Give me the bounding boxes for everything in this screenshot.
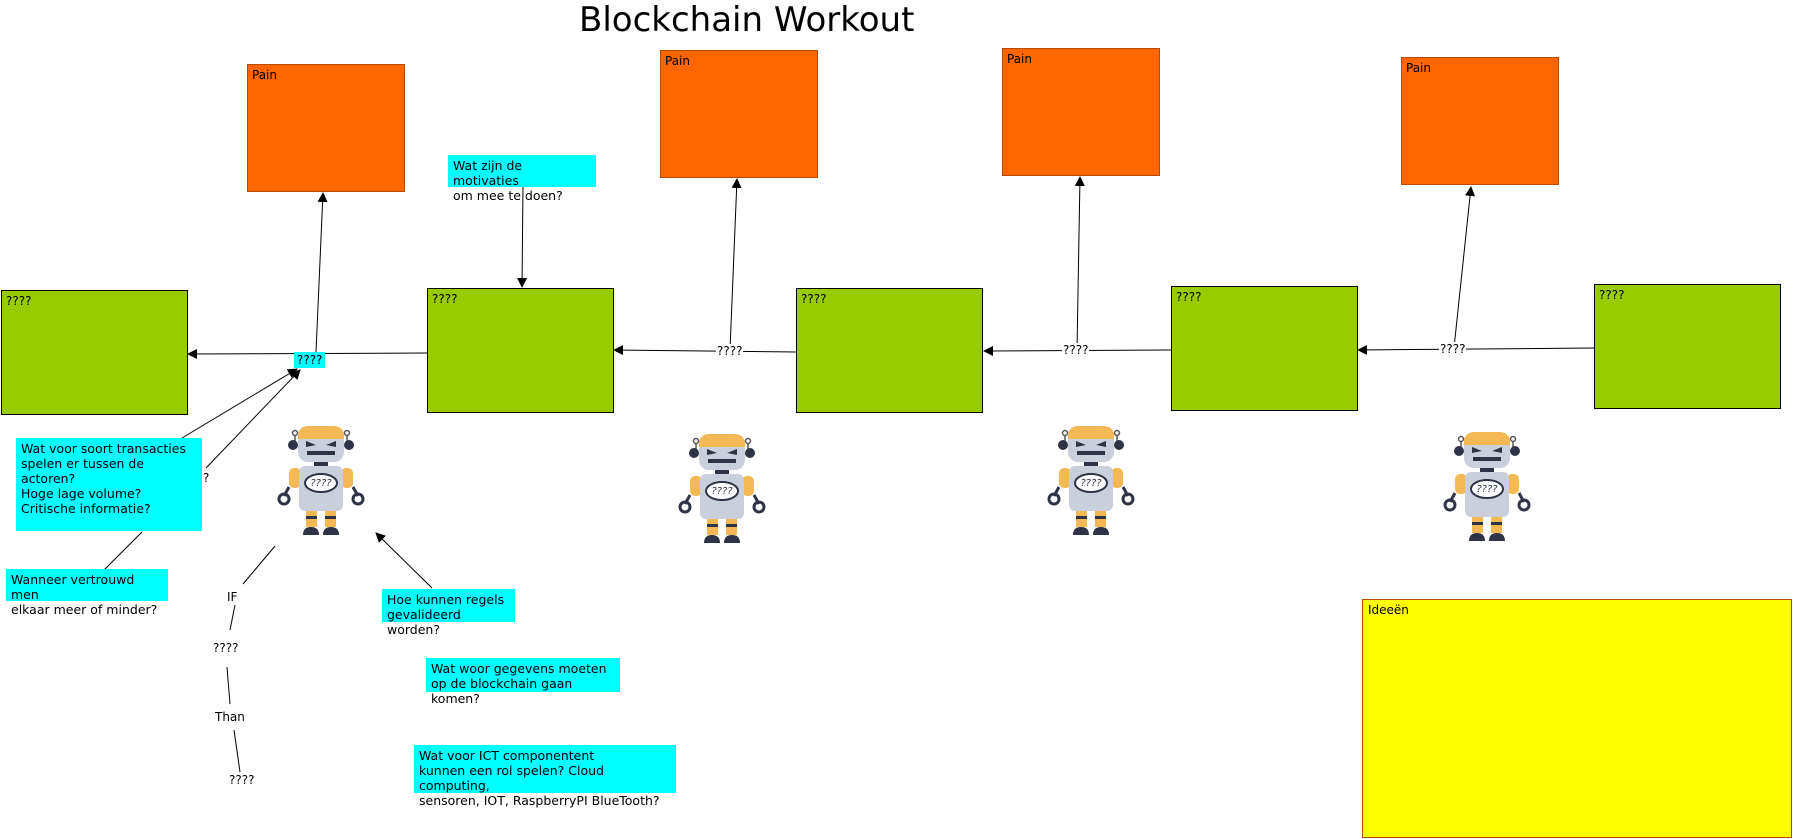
robot-icon: ???? [1046,423,1136,538]
chain-than: Than [215,710,245,724]
actor-label: ???? [1599,288,1625,302]
robot-face-text: ???? [310,478,332,489]
robot-face-text: ???? [711,486,733,497]
robot-face-text: ???? [1080,478,1102,489]
pain-box[interactable]: Pain [247,64,405,192]
actor-label: ???? [1176,290,1202,304]
pain-box[interactable]: Pain [1401,57,1559,185]
pain-box[interactable]: Pain [660,50,818,178]
page-title: Blockchain Workout [579,0,915,40]
robot-icon: ???? [276,423,366,538]
edge-to-pain-3 [1074,176,1085,351]
ideas-label: Ideeën [1368,603,1409,617]
edge-to-pain-4 [1453,186,1476,349]
actor-label: ???? [432,292,458,306]
note-data[interactable]: Wat woor gegevens moeten op de blockchai… [426,658,620,706]
stray-mark: ? [203,471,210,485]
pain-label: Pain [1007,52,1032,66]
edge-to-pain-2 [729,178,742,351]
robot-face-text: ???? [1476,484,1498,495]
pain-box[interactable]: Pain [1002,48,1160,176]
actor-label: ???? [801,292,827,306]
note-motivations[interactable]: Wat zijn de motivaties om mee te doen? [448,155,596,203]
edge-label[interactable]: ???? [716,344,744,358]
edge-to-pain-1 [315,192,328,353]
actor-box[interactable]: ???? [796,288,983,413]
edge-3-2 [613,345,797,356]
note-rules[interactable]: Hoe kunnen regels gevalideerd worden? [382,589,515,637]
pain-label: Pain [665,54,690,68]
actor-label: ???? [6,294,32,308]
note-trust[interactable]: Wanneer vertrouwd men elkaar meer of min… [6,569,168,617]
note-transactions[interactable]: Wat voor soort transacties spelen er tus… [16,438,202,531]
edge-rules [375,532,433,589]
robot-icon: ???? [677,431,767,546]
actor-box[interactable]: ???? [1,290,188,415]
edge-transactions-b [205,369,301,469]
ideas-box[interactable]: Ideeën [1362,599,1792,838]
robot-icon: ???? [1442,429,1532,544]
edge-label[interactable]: ???? [1439,342,1467,356]
edge-label[interactable]: ???? [294,352,326,368]
actor-box[interactable]: ???? [1594,284,1781,409]
chain-condition: ???? [213,641,239,655]
note-ict[interactable]: Wat voor ICT componentent kunnen een rol… [414,745,676,808]
edge-motivations [517,185,528,288]
edge-transactions-a [181,368,298,439]
actor-box[interactable]: ???? [1171,286,1358,411]
chain-result: ???? [229,773,255,787]
chain-if: IF [227,590,238,604]
edge-5-4 [1357,344,1595,355]
pain-label: Pain [1406,61,1431,75]
pain-label: Pain [252,68,277,82]
edge-label[interactable]: ???? [1062,343,1090,357]
actor-box[interactable]: ???? [427,288,614,413]
